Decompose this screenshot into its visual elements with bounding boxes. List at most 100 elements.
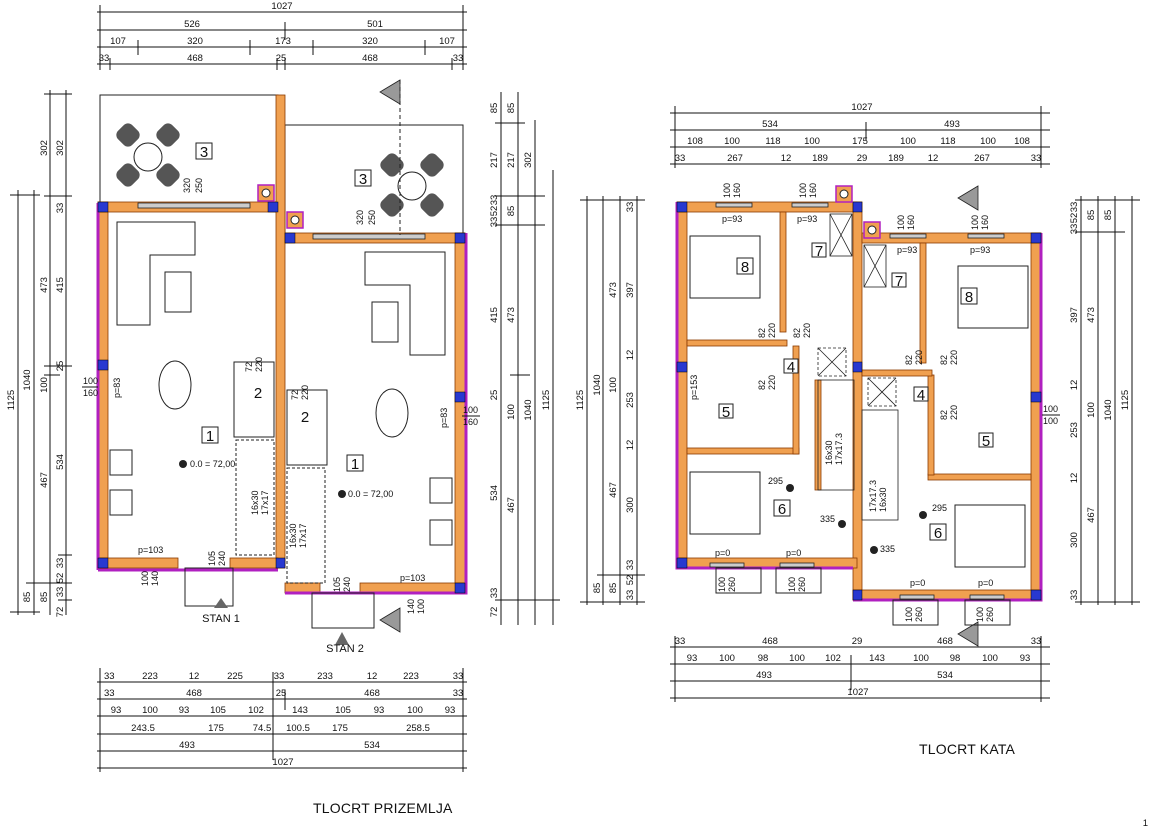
svg-text:p=0: p=0 [910,578,925,588]
svg-text:33: 33 [274,671,285,682]
svg-text:335: 335 [880,544,895,554]
svg-text:189: 189 [812,153,828,164]
svg-text:33: 33 [489,588,500,599]
room-number: 2 [301,409,309,426]
svg-text:72: 72 [290,390,300,400]
svg-text:33: 33 [1031,636,1042,647]
upper-left-dimensions: 1125 1040 85 473 100 467 85 33 397 12 25… [575,196,645,605]
svg-text:p=0: p=0 [978,578,993,588]
svg-text:473: 473 [608,282,619,298]
svg-text:189: 189 [888,153,904,164]
room-number: 6 [934,525,942,542]
svg-text:100: 100 [463,405,478,415]
svg-text:397: 397 [1069,307,1080,323]
svg-text:33: 33 [55,203,66,214]
svg-text:240: 240 [217,551,227,566]
svg-text:85: 85 [608,583,619,594]
svg-text:253: 253 [625,392,636,408]
room-number: 7 [815,243,823,260]
svg-text:415: 415 [489,307,500,323]
svg-text:100: 100 [904,607,914,622]
svg-text:1125: 1125 [575,390,586,410]
svg-text:225: 225 [227,671,243,682]
svg-text:467: 467 [1086,507,1097,523]
svg-text:1125: 1125 [541,390,552,410]
svg-text:223: 223 [403,671,419,682]
upper-floor-title: TLOCRT KATA [919,741,1016,757]
svg-text:p=83: p=83 [112,378,122,398]
svg-text:25: 25 [55,361,66,372]
svg-text:468: 468 [187,53,203,64]
svg-text:100: 100 [896,215,906,230]
svg-text:223: 223 [142,671,158,682]
svg-text:397: 397 [625,282,636,298]
svg-text:260: 260 [985,607,995,622]
svg-text:29: 29 [852,636,863,647]
ground-floor-labels: 3 3 1 1 2 2 320 250 320 250 100 160 p=83… [82,142,480,655]
svg-text:415: 415 [55,277,66,293]
svg-text:107: 107 [110,36,126,47]
svg-text:100: 100 [83,376,98,386]
svg-text:175: 175 [208,723,224,734]
svg-text:25: 25 [276,688,287,699]
room-number: 2 [254,385,262,402]
svg-text:143: 143 [292,705,308,716]
svg-text:100: 100 [39,377,50,393]
svg-text:82: 82 [757,380,767,390]
svg-text:534: 534 [489,485,500,501]
room-number: 5 [722,404,730,421]
svg-text:140: 140 [406,599,416,614]
svg-text:534: 534 [937,670,953,681]
svg-text:100: 100 [787,577,797,592]
svg-text:302: 302 [523,152,534,168]
svg-text:100: 100 [1086,402,1097,418]
svg-text:534: 534 [55,454,66,470]
svg-text:1040: 1040 [523,399,534,420]
svg-text:267: 267 [974,153,990,164]
svg-text:220: 220 [949,350,959,365]
svg-text:493: 493 [756,670,772,681]
svg-text:100: 100 [506,404,517,420]
svg-text:534: 534 [762,119,778,130]
svg-text:33: 33 [55,587,66,598]
svg-text:98: 98 [950,653,961,664]
svg-text:320: 320 [182,178,192,193]
svg-text:468: 468 [762,636,778,647]
svg-text:p=93: p=93 [797,214,817,224]
svg-text:33: 33 [453,53,464,64]
svg-text:93: 93 [1020,653,1031,664]
svg-text:105: 105 [207,551,217,566]
svg-text:473: 473 [39,277,50,293]
svg-text:217: 217 [506,152,517,168]
svg-text:93: 93 [374,705,385,716]
ground-right-dimensions: 85 217 33 52 33 415 25 534 33 72 85 217 … [489,92,560,625]
svg-text:33: 33 [1031,153,1042,164]
svg-text:243.5: 243.5 [131,723,155,734]
svg-text:160: 160 [980,215,990,230]
svg-text:302: 302 [39,140,50,156]
room-number: 1 [206,428,214,445]
svg-text:468: 468 [364,688,380,699]
svg-text:33: 33 [1069,202,1080,213]
svg-text:p=153: p=153 [689,375,699,400]
svg-text:0.0 = 72,00: 0.0 = 72,00 [348,489,393,499]
svg-text:100: 100 [913,653,929,664]
svg-text:p=93: p=93 [970,245,990,255]
svg-text:473: 473 [1086,307,1097,323]
svg-text:100: 100 [724,136,740,147]
svg-text:52: 52 [489,206,500,217]
svg-text:85: 85 [506,103,517,114]
svg-text:33: 33 [625,560,636,571]
svg-text:85: 85 [592,583,603,594]
svg-text:118: 118 [940,136,955,147]
svg-text:p=0: p=0 [786,548,801,558]
svg-text:100: 100 [980,136,996,147]
svg-text:160: 160 [83,388,98,398]
svg-text:100: 100 [900,136,916,147]
svg-text:17x17: 17x17 [298,523,308,548]
room-number: 8 [741,259,749,276]
svg-text:534: 534 [364,740,380,751]
svg-text:267: 267 [727,153,743,164]
svg-text:33: 33 [104,688,115,699]
svg-text:0.0 = 72,00: 0.0 = 72,00 [190,459,235,469]
